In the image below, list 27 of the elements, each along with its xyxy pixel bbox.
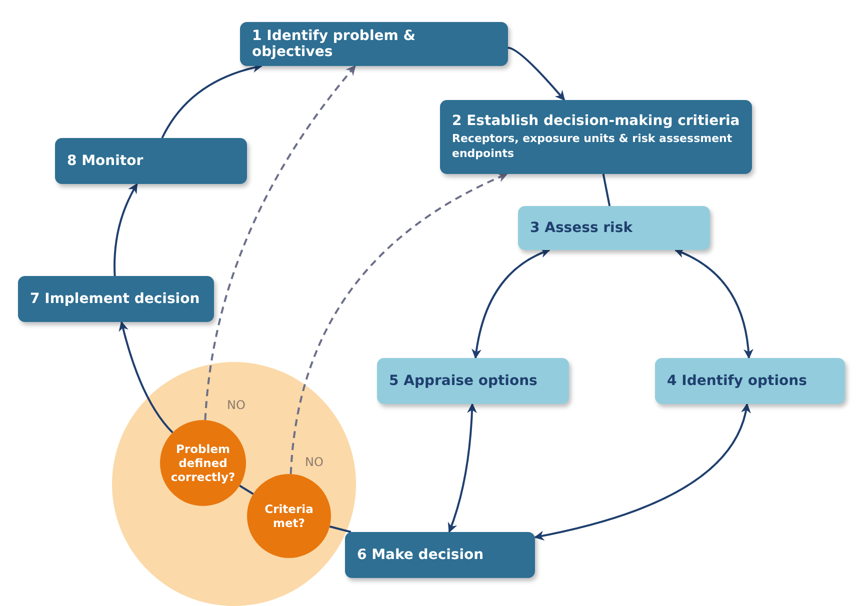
arrow — [472, 248, 550, 359]
process-box — [440, 100, 752, 174]
arrow — [448, 403, 477, 533]
arrow — [674, 248, 754, 359]
dashed-arrow — [204, 65, 356, 420]
arrow — [534, 403, 750, 540]
edge-label: NO — [304, 455, 324, 469]
process-box: 8 Monitor — [55, 138, 247, 184]
process-box: 7 Implement decision — [18, 276, 214, 322]
process-box: 4 Identify options — [655, 358, 845, 404]
decision-circle: Problem defined correctly? — [160, 420, 246, 506]
decision-circle: Criteria met? — [247, 474, 331, 558]
connector-line — [602, 174, 611, 206]
arrow — [508, 46, 566, 101]
connector-line — [239, 484, 254, 495]
connector-line — [329, 526, 352, 533]
process-box: 6 Make decision — [345, 532, 535, 578]
arrow — [118, 321, 174, 434]
edge-label: NO — [226, 398, 246, 412]
step-description: Receptors, exposure units & risk assessment endpoints — [452, 132, 734, 161]
process-box: 5 Appraise options — [377, 358, 569, 404]
process-box: 3 Assess risk — [518, 206, 710, 250]
arrow — [114, 183, 138, 276]
step-title: 2 Establish decision-making critieria — [452, 113, 740, 130]
arrow — [161, 63, 263, 138]
process-box: 1 Identify problem & objectives — [240, 22, 508, 66]
dashed-arrow — [290, 173, 508, 474]
